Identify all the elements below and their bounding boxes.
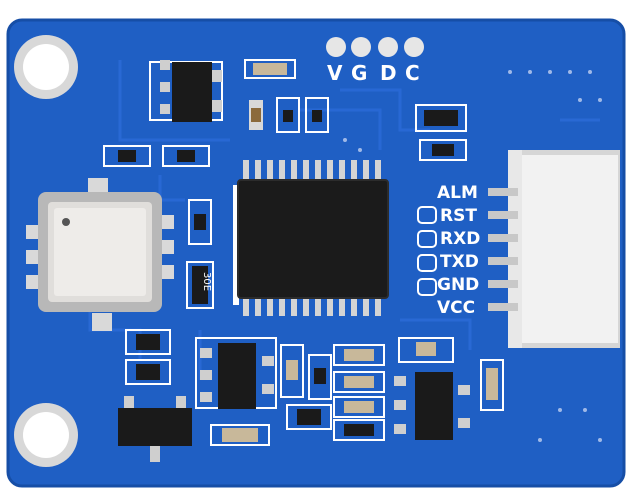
top-header-pads [326,37,424,57]
connector-labels: ALM RST RXD TXD GND VCC [437,183,480,318]
top-pin-labels: V G D C [327,61,420,85]
pcb-vias [343,70,602,442]
transistor-top-left [149,60,223,122]
connector-label-rst: RST [440,206,477,226]
connector-label-gnd: GND [437,275,479,295]
connector-label-alm: ALM [437,183,478,203]
pin-label-g: G [351,61,367,85]
pcb-traces [88,60,600,380]
pin-label-d: D [380,61,397,85]
jst-connector [488,150,620,348]
connector-label-vcc: VCC [437,298,475,318]
resistor-marking: 30E [201,272,212,291]
main-ic-chip [233,160,389,316]
connector-label-txd: TXD [440,252,479,272]
smd-components-top [103,59,467,167]
connector-label-rxd: RXD [440,229,480,249]
mounting-hole-top-left [14,35,78,99]
pin-label-c: C [405,61,420,85]
sensor-module [26,178,174,331]
pin-label-v: V [327,61,343,85]
smd-components-bottom [118,329,504,462]
mounting-hole-bottom-left [14,403,78,467]
connector-pin-outlines [417,206,437,296]
smd-components-middle [186,199,214,309]
